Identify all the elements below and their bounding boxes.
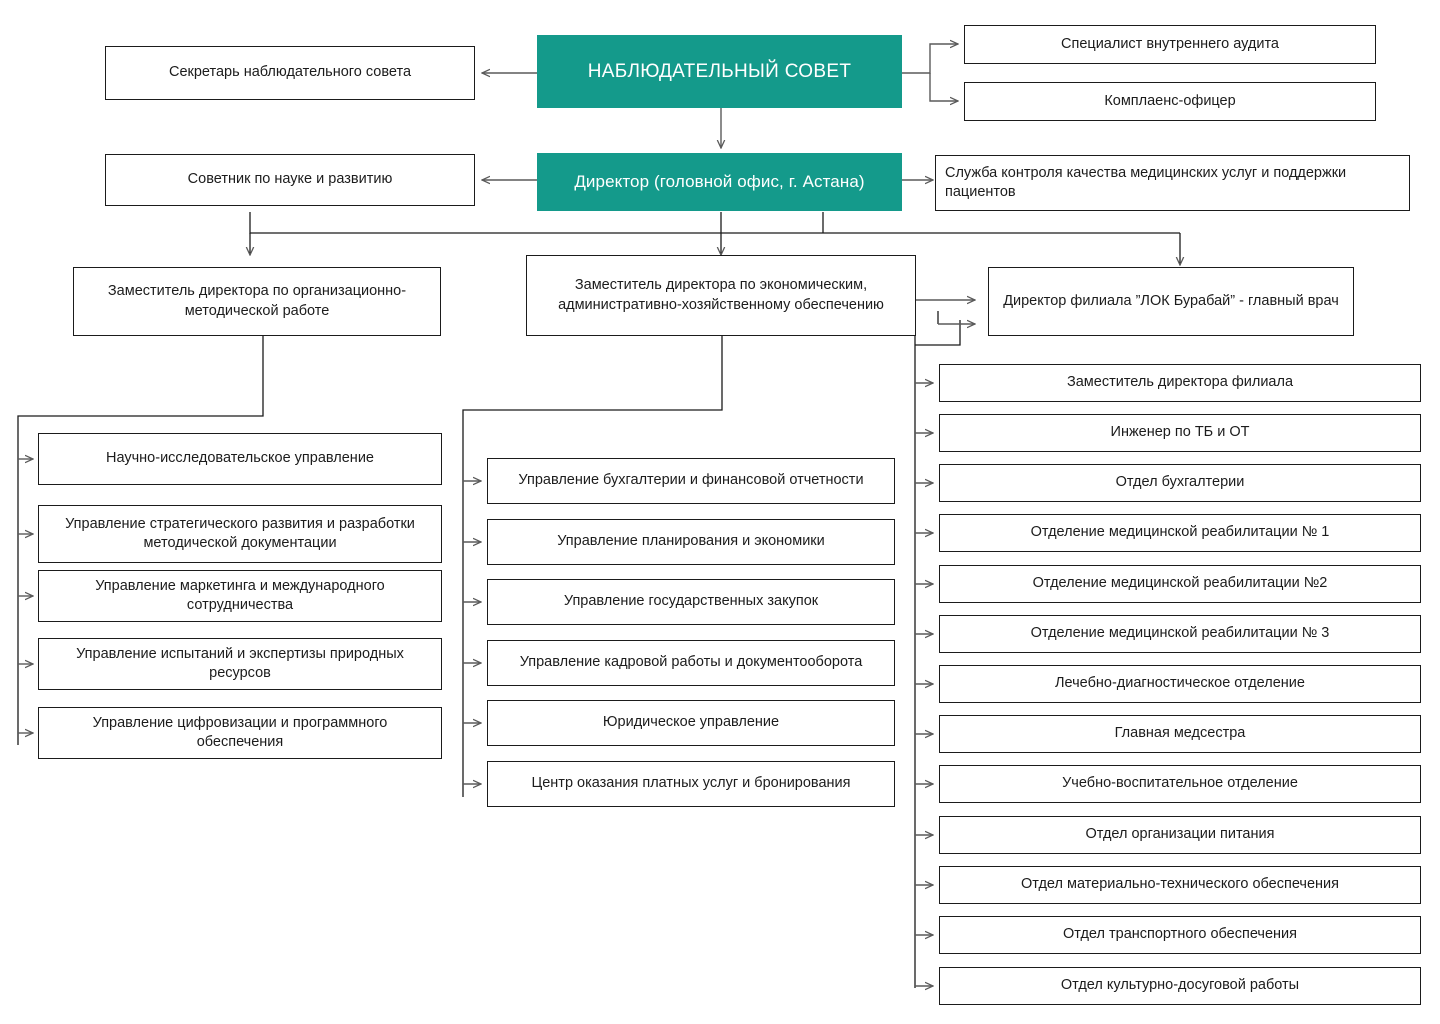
- node-right-13-label: Отдел культурно-досуговой работы: [1060, 977, 1300, 994]
- node-right-12-label: Отдел транспортного обеспечения: [1063, 926, 1297, 943]
- node-right-4[interactable]: Отделение медицинской реабилитации № 1: [939, 514, 1421, 552]
- node-left-1-label: Научно-исследовательское управление: [106, 450, 374, 467]
- node-right-6-label: Отделение медицинской реабилитации № 3: [1030, 625, 1330, 642]
- wire-deputy-bus: [249, 212, 1180, 234]
- node-right-7[interactable]: Лечебно-диагностическое отделение: [939, 665, 1421, 703]
- node-director[interactable]: Директор (головной офис, г. Астана): [537, 153, 902, 211]
- node-mid-6-label: Центр оказания платных услуг и бронирова…: [531, 775, 851, 792]
- node-deputy-method-label: Заместитель директора по организационно-…: [107, 283, 407, 319]
- node-right-11-label: Отдел материально-технического обеспечен…: [1021, 876, 1339, 893]
- node-left-3[interactable]: Управление маркетинга и международного с…: [38, 570, 442, 622]
- node-internal-audit-specialist[interactable]: Специалист внутреннего аудита: [964, 25, 1376, 64]
- node-left-2[interactable]: Управление стратегического развития и ра…: [38, 505, 442, 563]
- wire-right-arrows: [915, 383, 933, 986]
- node-mid-2[interactable]: Управление планирования и экономики: [487, 519, 895, 565]
- node-right-5[interactable]: Отделение медицинской реабилитации №2: [939, 565, 1421, 603]
- node-right-3[interactable]: Отдел бухгалтерии: [939, 464, 1421, 502]
- node-science-advisor[interactable]: Советник по науке и развитию: [105, 154, 475, 206]
- node-left-4[interactable]: Управление испытаний и экспертизы природ…: [38, 638, 442, 690]
- node-right-9-label: Учебно-воспитательное отделение: [1062, 775, 1298, 792]
- node-right-1[interactable]: Заместитель директора филиала: [939, 364, 1421, 402]
- node-right-2[interactable]: Инженер по ТБ и ОТ: [939, 414, 1421, 452]
- node-supervisory-board-label: НАБЛЮДАТЕЛЬНЫЙ СОВЕТ: [587, 60, 852, 82]
- node-left-2-label: Управление стратегического развития и ра…: [65, 515, 415, 551]
- node-deputy-economic-label: Заместитель директора по экономическим, …: [558, 277, 884, 313]
- node-right-13[interactable]: Отдел культурно-досуговой работы: [939, 967, 1421, 1005]
- node-right-9[interactable]: Учебно-воспитательное отделение: [939, 765, 1421, 803]
- node-left-3-label: Управление маркетинга и международного с…: [95, 577, 385, 613]
- node-right-10[interactable]: Отдел организации питания: [939, 816, 1421, 854]
- node-branch-director-label: Директор филиала ”ЛОК Бурабай” - главный…: [1003, 292, 1339, 309]
- node-compliance-officer[interactable]: Комплаенс-офицер: [964, 82, 1376, 121]
- node-right-3-label: Отдел бухгалтерии: [1115, 474, 1245, 491]
- node-branch-director[interactable]: Директор филиала ”ЛОК Бурабай” - главный…: [988, 267, 1354, 336]
- node-quality-control-service-label: Служба контроля качества медицинских усл…: [945, 164, 1347, 200]
- node-right-8[interactable]: Главная медсестра: [939, 715, 1421, 753]
- wire-middle-arrows: [463, 481, 481, 784]
- node-right-11[interactable]: Отдел материально-технического обеспечен…: [939, 866, 1421, 904]
- wire-left-arrows: [18, 459, 33, 733]
- node-right-7-label: Лечебно-диагностическое отделение: [1055, 675, 1305, 692]
- node-science-advisor-label: Советник по науке и развитию: [187, 171, 393, 188]
- node-mid-4[interactable]: Управление кадровой работы и документооб…: [487, 640, 895, 686]
- node-mid-4-label: Управление кадровой работы и документооб…: [519, 654, 863, 671]
- node-supervisory-board[interactable]: НАБЛЮДАТЕЛЬНЫЙ СОВЕТ: [537, 35, 902, 108]
- node-right-1-label: Заместитель директора филиала: [1066, 374, 1294, 391]
- node-deputy-method[interactable]: Заместитель директора по организационно-…: [73, 267, 441, 336]
- right-spine-hook-upper: [915, 320, 961, 346]
- node-left-5-label: Управление цифровизации и программного о…: [92, 714, 388, 750]
- node-left-1[interactable]: Научно-исследовательское управление: [38, 433, 442, 485]
- wire-right-hook-arrows: [915, 300, 975, 324]
- node-board-secretary-label: Секретарь наблюдательного совета: [168, 64, 412, 81]
- node-right-4-label: Отделение медицинской реабилитации № 1: [1030, 524, 1330, 541]
- node-mid-1-label: Управление бухгалтерии и финансовой отче…: [518, 472, 864, 489]
- node-right-6[interactable]: Отделение медицинской реабилитации № 3: [939, 615, 1421, 653]
- node-mid-3-label: Управление государственных закупок: [563, 593, 819, 610]
- wire-board-to-compliance: [929, 73, 958, 101]
- node-right-10-label: Отдел организации питания: [1085, 826, 1275, 843]
- node-quality-control-service[interactable]: Служба контроля качества медицинских усл…: [935, 155, 1410, 211]
- node-right-5-label: Отделение медицинской реабилитации №2: [1032, 575, 1328, 592]
- node-mid-3[interactable]: Управление государственных закупок: [487, 579, 895, 625]
- node-deputy-economic[interactable]: Заместитель директора по экономическим, …: [526, 255, 916, 336]
- node-right-2-label: Инженер по ТБ и ОТ: [1110, 424, 1250, 441]
- node-mid-6[interactable]: Центр оказания платных услуг и бронирова…: [487, 761, 895, 807]
- node-compliance-officer-label: Комплаенс-офицер: [1104, 92, 1236, 109]
- node-director-label: Директор (головной офис, г. Астана): [574, 171, 865, 191]
- node-right-8-label: Главная медсестра: [1114, 725, 1246, 742]
- node-mid-2-label: Управление планирования и экономики: [557, 533, 825, 550]
- node-left-4-label: Управление испытаний и экспертизы природ…: [76, 645, 404, 681]
- node-mid-5[interactable]: Юридическое управление: [487, 700, 895, 746]
- node-right-12[interactable]: Отдел транспортного обеспечения: [939, 916, 1421, 954]
- node-internal-audit-specialist-label: Специалист внутреннего аудита: [1061, 35, 1279, 52]
- node-mid-5-label: Юридическое управление: [602, 714, 780, 731]
- node-left-5[interactable]: Управление цифровизации и программного о…: [38, 707, 442, 759]
- node-mid-1[interactable]: Управление бухгалтерии и финансовой отче…: [487, 458, 895, 504]
- wire-board-to-audit: [902, 44, 958, 74]
- node-board-secretary[interactable]: Секретарь наблюдательного совета: [105, 46, 475, 100]
